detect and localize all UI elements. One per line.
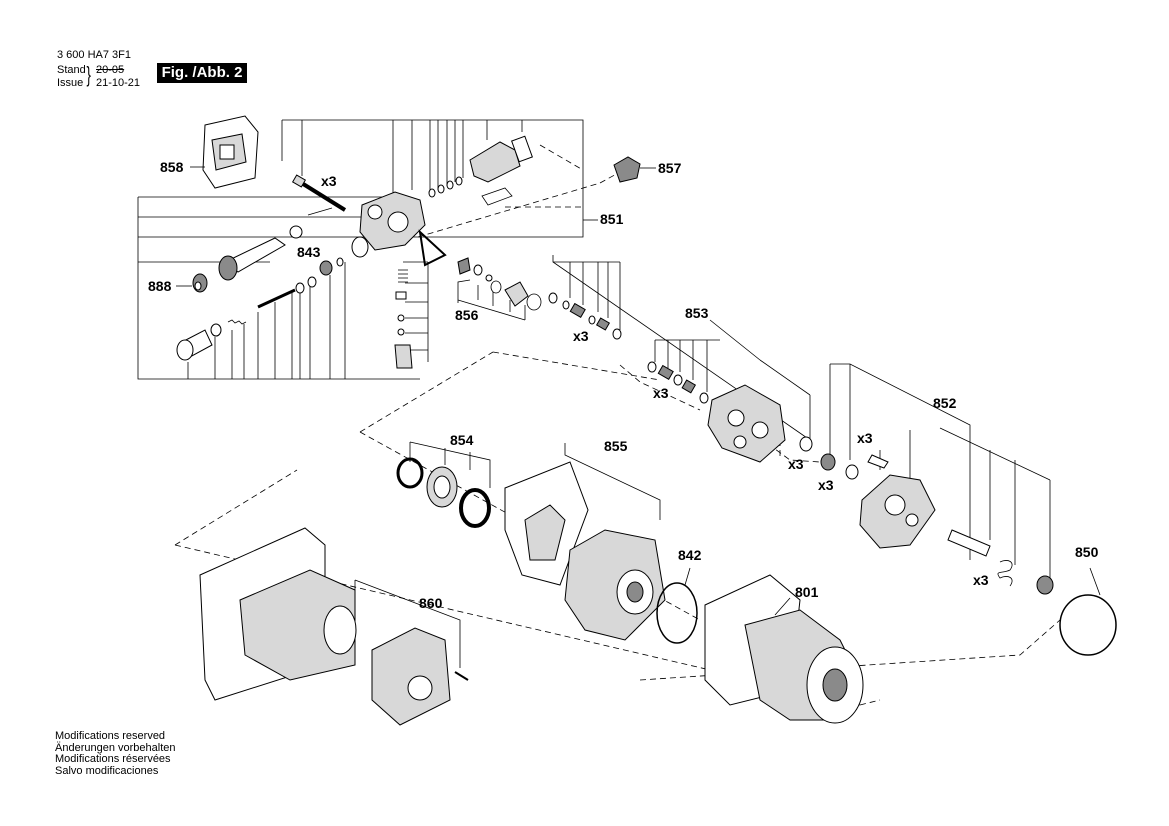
part-852-leader-lines — [829, 363, 1051, 580]
callout-842: 842 — [678, 547, 702, 563]
part-853-leader-lines — [552, 255, 811, 441]
quantity-marker: x3 — [573, 328, 589, 344]
u-clip — [307, 187, 513, 216]
issue-label: Issue — [57, 77, 84, 89]
figure-label: Fig. /Abb. 2 — [157, 63, 247, 83]
note-line: Salvo modificaciones — [55, 764, 159, 777]
note-line: Modifications reserved — [55, 730, 166, 742]
part-856-group — [457, 257, 542, 321]
part-888-fitting — [192, 273, 208, 293]
triangle-ring — [418, 229, 447, 267]
brace-symbol: } — [86, 62, 91, 87]
quick-connector — [176, 319, 247, 361]
callout-858: 858 — [160, 159, 184, 175]
part-842-oring — [656, 567, 698, 644]
quantity-marker: x3 — [818, 477, 834, 493]
spring-stack — [394, 269, 413, 369]
callout-860: 860 — [419, 595, 443, 611]
callout-854: 854 — [450, 432, 474, 448]
part-843-rod-set — [257, 257, 344, 309]
stand-label: Stand — [57, 64, 86, 76]
callout-843: 843 — [297, 244, 321, 260]
modification-notes: Modifications reserved Änderungen vorbeh… — [55, 730, 176, 777]
quantity-marker: x3 — [973, 572, 989, 588]
part-801-motor — [704, 574, 864, 724]
callout-855: 855 — [604, 438, 628, 454]
note-line: Änderungen vorbehalten — [55, 741, 176, 754]
document-code: 3 600 HA7 3F1 — [57, 49, 131, 61]
quantity-marker: x3 — [653, 385, 669, 401]
quantity-marker: x3 — [857, 430, 873, 446]
callout-857: 857 — [658, 160, 682, 176]
part-853-seals — [548, 292, 709, 404]
small-seals-row-851 — [428, 176, 463, 198]
inlet-fitting — [469, 135, 533, 183]
callout-851: 851 — [600, 211, 624, 227]
issue-date: 21-10-21 — [96, 77, 141, 89]
nozzle-tube — [218, 225, 303, 281]
callout-853: 853 — [685, 305, 709, 321]
callout-850: 850 — [1075, 544, 1099, 560]
part-858-clip-bracket — [202, 115, 259, 189]
quantity-marker: x3 — [321, 173, 337, 189]
part-860-cover — [354, 579, 469, 726]
assembly-851-dashed-guides — [417, 144, 621, 238]
bolt-with-x3 — [291, 174, 347, 212]
pump-head — [707, 384, 813, 463]
part-852-parts — [820, 453, 1054, 595]
callout-852: 852 — [933, 395, 957, 411]
quantity-marker: x3 — [788, 456, 804, 472]
callout-888: 888 — [148, 278, 172, 294]
motor-housing — [199, 527, 357, 701]
part-857-cap — [613, 156, 641, 183]
part-855-group — [504, 443, 666, 641]
part-850-oring — [1059, 567, 1117, 656]
part-854-group — [396, 441, 491, 528]
note-line: Modifications réservées — [55, 753, 171, 765]
stand-date: 20-05 — [96, 64, 125, 76]
valve-body — [351, 191, 426, 258]
callout-801: 801 — [795, 584, 819, 600]
callout-856: 856 — [455, 307, 479, 323]
